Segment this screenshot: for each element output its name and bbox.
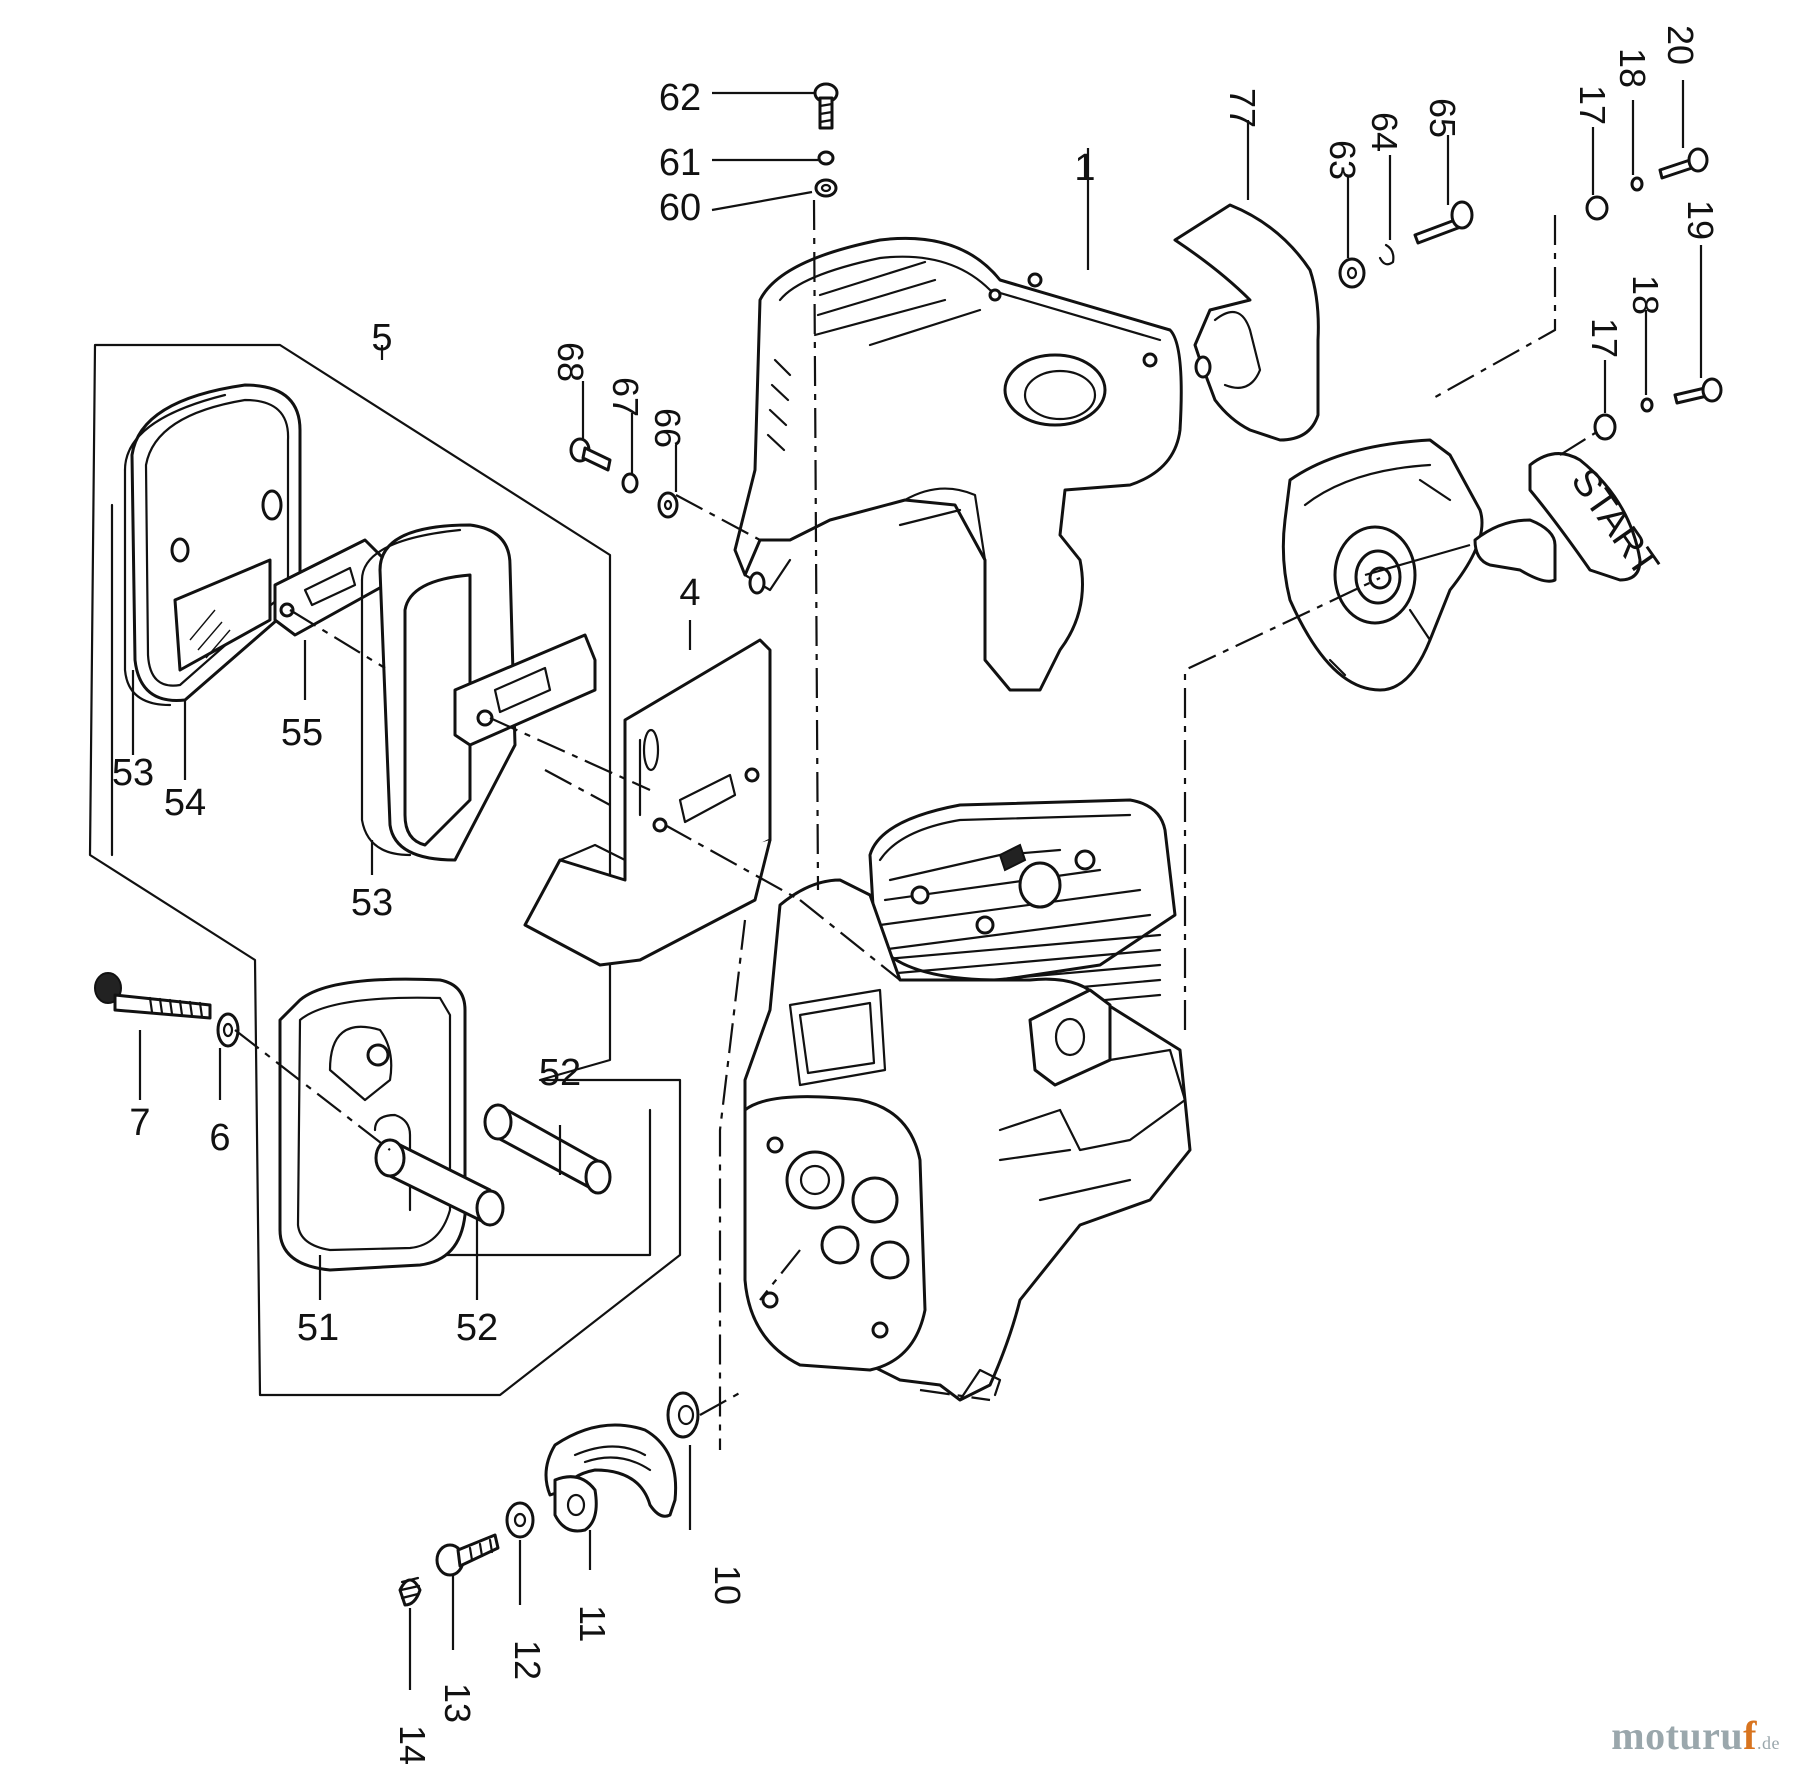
label-part-52-lower: 52: [456, 1307, 498, 1349]
label-part-54: 54: [164, 782, 206, 824]
label-part-12: 12: [507, 1640, 548, 1680]
cover-fasteners: [1338, 200, 1474, 289]
label-part-10: 10: [707, 1565, 748, 1605]
cover-screw-stack: [813, 82, 839, 198]
label-part-67: 67: [605, 377, 646, 417]
label-part-4: 4: [679, 572, 700, 614]
label-part-11: 11: [572, 1605, 613, 1642]
muffler-cover: [123, 383, 302, 707]
label-part-17-lower: 17: [1584, 318, 1625, 358]
muffler-body: [360, 523, 597, 862]
label-part-20: 20: [1660, 25, 1701, 65]
label-part-6: 6: [209, 1117, 230, 1159]
label-part-14: 14: [392, 1725, 433, 1765]
watermark-logo: moturuf.de: [1611, 1712, 1780, 1759]
label-part-63: 63: [1322, 140, 1363, 180]
label-part-53-right: 53: [351, 882, 393, 924]
part-number-labels: 1 4 5 6 7 10 11 12 13 14 17 17 18 18 19 …: [112, 25, 1721, 1765]
label-part-65: 65: [1422, 98, 1463, 138]
label-part-17-upper: 17: [1572, 85, 1613, 125]
label-part-1: 1: [1074, 147, 1095, 189]
label-part-13: 13: [437, 1683, 478, 1723]
watermark-suffix: .de: [1757, 1733, 1780, 1753]
exhaust-tubes: [374, 1103, 612, 1227]
label-part-77: 77: [1222, 88, 1263, 128]
label-part-64: 64: [1364, 112, 1405, 152]
assembly-centerlines: [234, 199, 1601, 1450]
label-part-7: 7: [129, 1102, 150, 1144]
label-part-52-upper: 52: [539, 1052, 581, 1094]
label-part-61: 61: [659, 142, 701, 184]
heat-shield: [523, 638, 772, 967]
label-part-19: 19: [1680, 200, 1721, 240]
label-part-18-upper: 18: [1612, 48, 1653, 88]
engine-top-cover: [733, 236, 1183, 692]
label-part-5: 5: [371, 317, 392, 359]
engine-block: [743, 798, 1192, 1402]
muffler-back-plate: [278, 977, 467, 1272]
recoil-starter: START: [1281, 147, 1723, 692]
watermark-accent: f: [1743, 1713, 1757, 1758]
label-part-62: 62: [659, 77, 701, 119]
label-part-66: 66: [647, 408, 688, 448]
watermark-main: moturu: [1611, 1713, 1744, 1758]
leader-lines: [131, 80, 1703, 1690]
guard-fasteners: [569, 437, 679, 519]
label-part-68: 68: [550, 342, 591, 382]
label-part-51: 51: [297, 1307, 339, 1349]
label-part-53-left: 53: [112, 752, 154, 794]
side-guard: [1173, 203, 1320, 442]
clutch-parts: [398, 1391, 700, 1607]
label-part-55: 55: [281, 712, 323, 754]
label-part-60: 60: [659, 187, 701, 229]
label-part-18-lower: 18: [1625, 275, 1666, 315]
muffler-bolt: [94, 972, 240, 1048]
